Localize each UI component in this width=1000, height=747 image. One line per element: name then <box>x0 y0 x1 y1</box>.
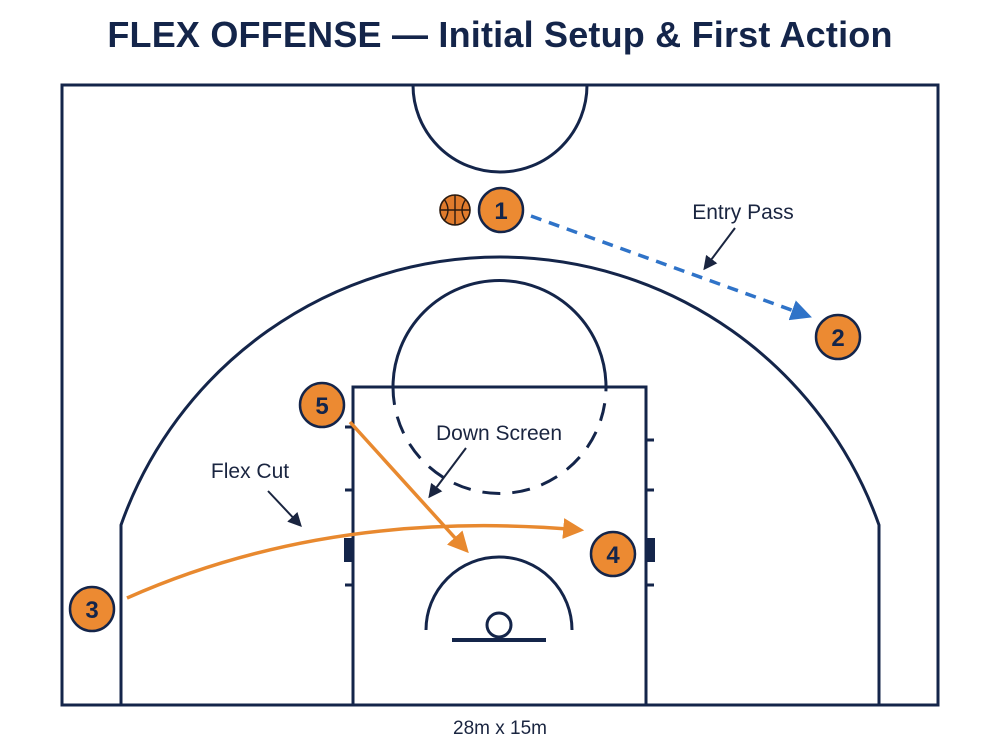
free-throw-arc-top <box>391 279 608 388</box>
player-1-number: 1 <box>494 198 507 225</box>
down-screen-pointer <box>428 447 467 499</box>
player-3: 3 <box>68 585 116 633</box>
court-dimensions-label: 28m x 15m <box>453 718 547 739</box>
entry-pass-label: Entry Pass <box>692 201 794 224</box>
court-lines <box>60 83 940 707</box>
player-2-number: 2 <box>831 325 844 352</box>
rim <box>485 611 513 639</box>
flex-cut-label: Flex Cut <box>211 460 289 483</box>
entry-pass-arrow <box>530 214 812 321</box>
player-2: 2 <box>814 313 862 361</box>
player-3-number: 3 <box>85 597 98 624</box>
player-4: 4 <box>589 530 637 578</box>
player-5-number: 5 <box>315 393 328 420</box>
three-point-line <box>119 255 881 705</box>
basketball-icon <box>439 194 471 226</box>
lane-hash-marks <box>344 425 655 587</box>
center-circle <box>411 84 589 174</box>
free-throw-arc-dashed <box>391 386 608 495</box>
player-1: 1 <box>477 186 525 234</box>
restricted-area-arc <box>424 555 574 631</box>
entry-pass-pointer <box>703 227 736 271</box>
player-5: 5 <box>298 381 346 429</box>
page-title: FLEX OFFENSE — Initial Setup & First Act… <box>107 14 893 55</box>
down-screen-label: Down Screen <box>436 422 562 445</box>
flex-cut-pointer <box>267 490 302 528</box>
down-screen-arrow <box>348 420 469 554</box>
flex-cut-arrow <box>126 518 585 600</box>
player-4-number: 4 <box>606 542 620 569</box>
